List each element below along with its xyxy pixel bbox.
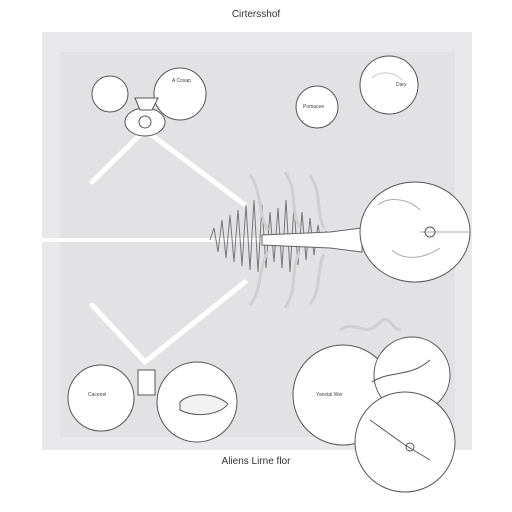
label-top-center-bubble: Pomacee — [303, 104, 325, 110]
waveform — [209, 171, 363, 309]
bottom-left-bubbles — [67, 361, 238, 443]
label-top-left-bubble: A Cosap — [172, 78, 191, 84]
label-top-right-bubble: Dary — [396, 82, 407, 88]
lower-connector — [89, 279, 248, 366]
diagram-footer: Aliens Lirne flor — [221, 456, 291, 467]
top-center-bubble — [295, 85, 339, 129]
head-bubble — [359, 181, 471, 283]
label-bottom-right-bubble: Yanctal Wer — [316, 392, 343, 398]
top-left-bubbles — [91, 67, 207, 137]
label-bottom-left-bubble: Cacenel — [88, 392, 107, 398]
top-right-bubble — [359, 55, 419, 115]
bottom-right-bubbles — [292, 318, 456, 493]
diagram-title: Cirtersshof — [231, 9, 281, 20]
